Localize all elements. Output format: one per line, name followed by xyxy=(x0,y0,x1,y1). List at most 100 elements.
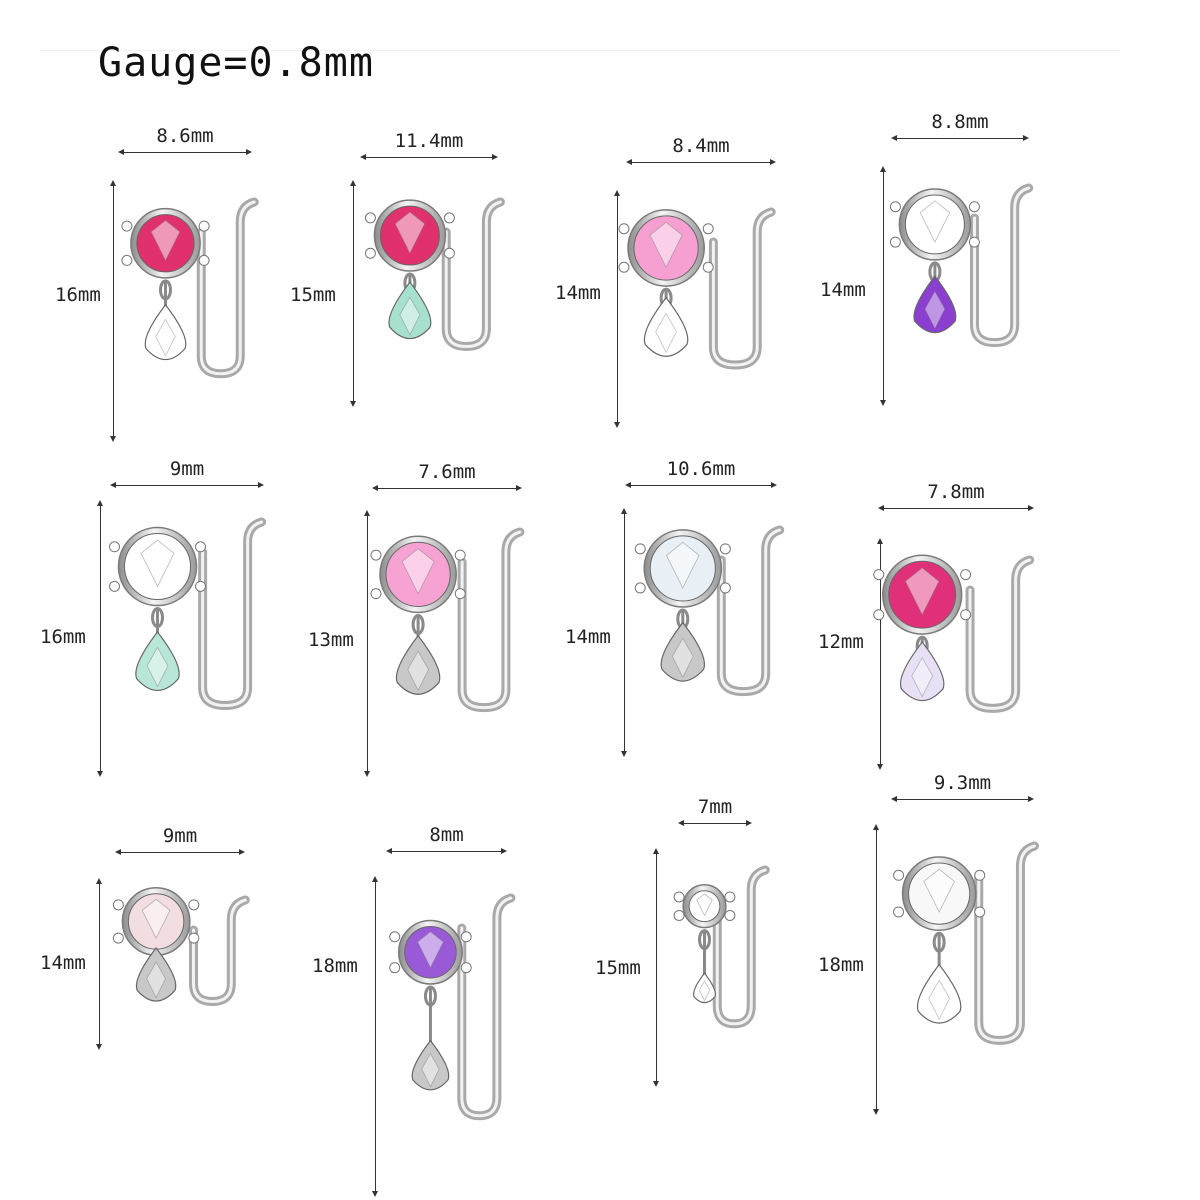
main-gem xyxy=(385,541,451,607)
drop-gem xyxy=(916,963,962,1024)
width-label: 9.3mm xyxy=(933,772,992,794)
height-label: 14mm xyxy=(820,279,866,301)
accent-stone xyxy=(673,909,685,921)
drop-gem xyxy=(660,621,706,682)
height-arrow xyxy=(364,510,370,777)
accent-stone xyxy=(364,247,376,259)
accent-stone xyxy=(188,932,200,944)
drop-gem xyxy=(395,634,441,695)
height-label: 12mm xyxy=(818,631,864,653)
height-arrow xyxy=(96,878,102,1050)
width-label: 8mm xyxy=(429,824,464,846)
setting-frame xyxy=(882,554,963,635)
width-arrow xyxy=(891,796,1034,802)
height-arrow xyxy=(873,824,879,1115)
accent-stone xyxy=(195,580,206,592)
height-label: 14mm xyxy=(40,952,86,974)
accent-stone xyxy=(634,582,646,594)
main-gem xyxy=(127,893,185,950)
accent-stone xyxy=(974,906,986,918)
cuff-ring xyxy=(198,517,267,710)
main-gem xyxy=(136,214,195,273)
accent-stone xyxy=(968,236,980,248)
height-arrow xyxy=(372,876,378,1197)
accent-stone xyxy=(454,588,466,600)
cuff-ring xyxy=(712,865,770,1029)
accent-stone xyxy=(719,543,731,555)
height-label: 13mm xyxy=(308,629,354,651)
accent-stone xyxy=(960,609,972,621)
accent-stone xyxy=(724,909,736,921)
width-arrow xyxy=(626,159,776,165)
height-label: 16mm xyxy=(40,626,86,648)
accent-stone xyxy=(198,254,210,266)
accent-stone xyxy=(873,609,885,621)
accent-stone xyxy=(719,582,731,594)
accent-stone xyxy=(889,236,901,248)
setting-frame xyxy=(898,188,972,261)
height-label: 14mm xyxy=(565,626,611,648)
width-arrow xyxy=(360,154,498,160)
width-arrow xyxy=(115,849,245,855)
accent-stone xyxy=(960,569,972,581)
cuff-ring xyxy=(441,197,505,351)
accent-stone xyxy=(889,201,901,213)
main-gem xyxy=(379,205,440,266)
width-label: 7.8mm xyxy=(927,481,985,503)
height-arrow xyxy=(880,166,886,406)
height-arrow xyxy=(614,190,620,428)
accent-stone xyxy=(121,254,133,266)
setting-frame xyxy=(373,199,447,272)
drop-gem xyxy=(643,296,689,357)
height-label: 18mm xyxy=(312,955,358,977)
main-gem xyxy=(908,862,971,925)
accent-stone xyxy=(389,931,401,943)
main-gem xyxy=(404,926,457,979)
height-arrow xyxy=(97,500,103,777)
accent-stone xyxy=(370,549,382,561)
cuff-ring xyxy=(457,893,516,1121)
accent-stone xyxy=(618,223,630,235)
page-title: Gauge=0.8mm xyxy=(98,40,374,86)
accent-stone xyxy=(109,580,120,592)
cuff-ring xyxy=(708,207,776,370)
drop-gem xyxy=(135,947,177,1002)
width-label: 9mm xyxy=(162,825,198,847)
main-gem xyxy=(888,560,957,629)
width-arrow xyxy=(386,848,507,854)
width-label: 7.6mm xyxy=(418,461,476,483)
drop-gem xyxy=(411,1039,450,1091)
width-label: 8.4mm xyxy=(672,135,730,157)
accent-stone xyxy=(188,899,200,911)
accent-stone xyxy=(112,932,124,944)
setting-frame xyxy=(682,884,727,929)
setting-frame xyxy=(397,919,463,985)
width-arrow xyxy=(678,820,752,826)
width-label: 9mm xyxy=(169,458,205,480)
setting-frame xyxy=(379,535,457,614)
main-gem xyxy=(904,194,965,255)
setting-frame xyxy=(901,856,977,931)
height-label: 15mm xyxy=(595,957,641,979)
width-arrow xyxy=(878,505,1034,511)
accent-stone xyxy=(443,247,455,259)
height-arrow xyxy=(110,180,116,442)
drop-gem xyxy=(144,303,187,361)
main-gem xyxy=(688,890,721,923)
main-gem xyxy=(633,215,699,281)
setting-frame xyxy=(627,209,705,287)
accent-stone xyxy=(873,569,885,581)
cuff-ring xyxy=(196,197,259,379)
height-label: 15mm xyxy=(290,284,336,306)
cuff-ring xyxy=(189,895,250,1007)
accent-stone xyxy=(702,223,714,235)
cuff-ring xyxy=(716,525,785,697)
accent-stone xyxy=(370,588,382,600)
accent-stone xyxy=(460,931,472,943)
